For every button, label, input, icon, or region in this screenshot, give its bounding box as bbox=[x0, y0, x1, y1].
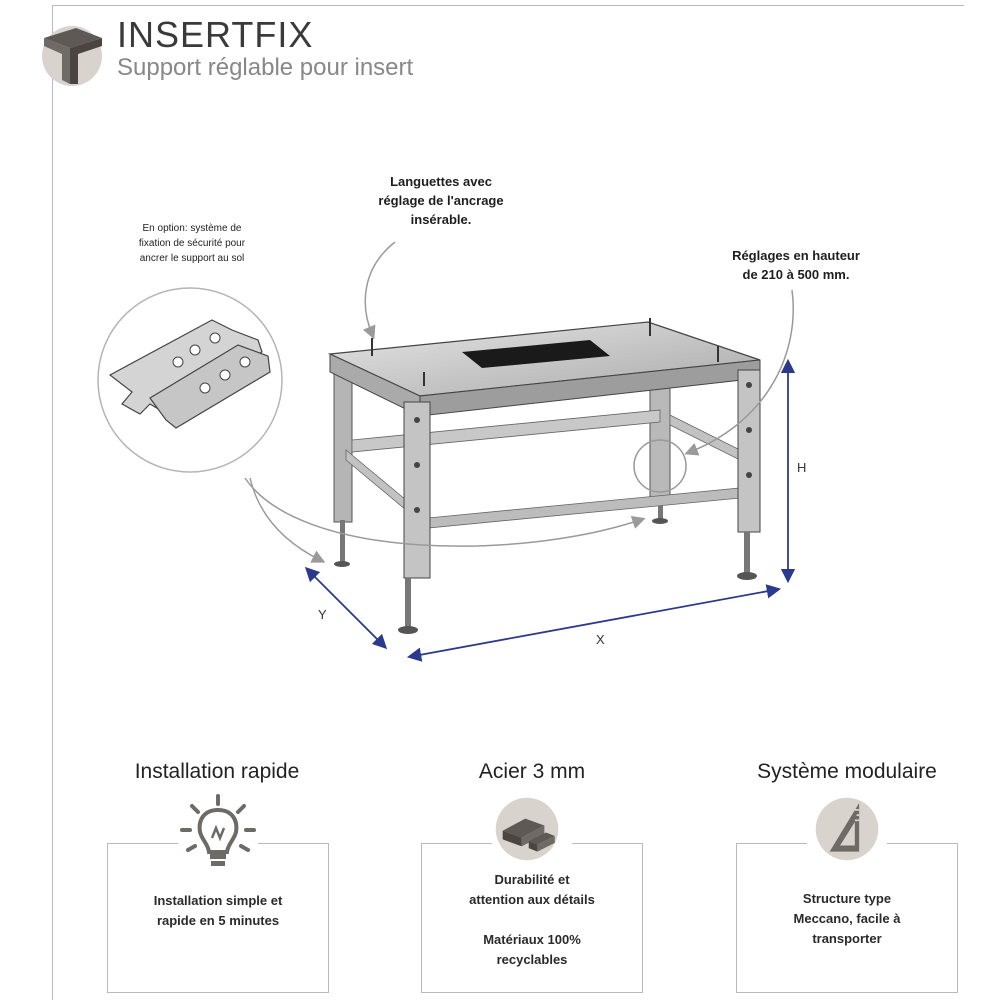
feature-text-line: transporter bbox=[812, 931, 882, 946]
height-callout: Réglages en hauteur de 210 à 500 mm. bbox=[696, 246, 896, 284]
set-square-icon bbox=[815, 797, 879, 861]
frame-left-line bbox=[52, 5, 53, 1000]
feature-title-installation: Installation rapide bbox=[134, 760, 300, 783]
feature-text-line: Structure type bbox=[802, 891, 892, 906]
page-subtitle: Support réglable pour insert bbox=[117, 54, 414, 81]
option-callout-line: fixation de sécurité pour bbox=[138, 238, 246, 249]
height-callout-line: Réglages en hauteur bbox=[732, 248, 860, 263]
height-callout-line: de 210 à 500 mm. bbox=[742, 267, 850, 282]
dimension-y-label: Y bbox=[318, 607, 327, 622]
tabs-callout-line: Languettes avec bbox=[390, 174, 492, 189]
tabs-callout-line: réglage de l'ancrage bbox=[378, 193, 504, 208]
option-callout-line: ancrer le support au sol bbox=[139, 253, 245, 264]
frame-top-line bbox=[52, 5, 964, 6]
dimension-h-label: H bbox=[797, 460, 807, 475]
feature-text-line: Durabilité et bbox=[494, 872, 570, 887]
feature-text-line: attention aux détails bbox=[469, 892, 595, 907]
feature-text-line: Installation simple et bbox=[153, 893, 283, 908]
brand-logo-icon bbox=[42, 26, 102, 86]
option-callout: En option: système de fixation de sécuri… bbox=[112, 221, 272, 266]
feature-text-line: recyclables bbox=[496, 952, 568, 967]
feature-box-steel: Durabilité et attention aux détails Maté… bbox=[421, 843, 643, 993]
option-callout-line: En option: système de bbox=[142, 223, 242, 234]
page-title: INSERTFIX bbox=[117, 14, 314, 55]
feature-text-line: rapide en 5 minutes bbox=[156, 913, 280, 928]
product-illustration bbox=[97, 241, 796, 662]
lightbulb-icon bbox=[180, 794, 256, 866]
tabs-callout-line: insérable. bbox=[410, 212, 472, 227]
feature-box-modular: Structure type Meccano, facile à transpo… bbox=[736, 843, 958, 993]
steel-bars-icon bbox=[495, 797, 559, 861]
dimension-x-label: X bbox=[596, 632, 605, 647]
feature-text-line: Meccano, facile à bbox=[793, 911, 901, 926]
feature-text-line: Matériaux 100% bbox=[483, 932, 581, 947]
feature-title-modular: Système modulaire bbox=[757, 760, 937, 783]
tabs-callout: Languettes avec réglage de l'ancrage ins… bbox=[338, 172, 544, 229]
feature-box-installation: Installation simple et rapide en 5 minut… bbox=[107, 843, 329, 993]
feature-title-steel: Acier 3 mm bbox=[478, 760, 586, 783]
